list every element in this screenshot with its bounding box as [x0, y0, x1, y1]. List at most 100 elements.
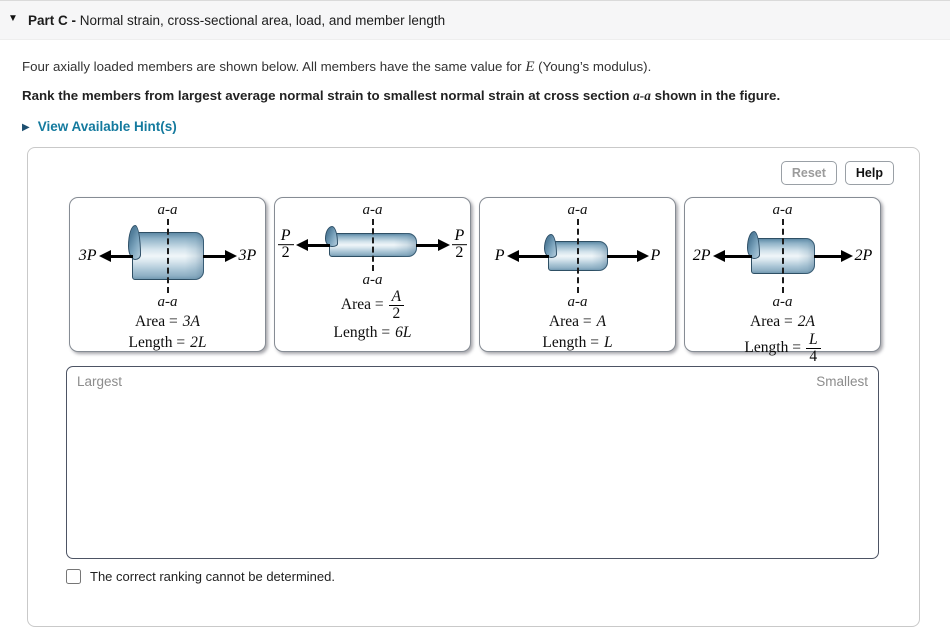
- intro-line-1-post: (Young’s modulus).: [534, 59, 652, 74]
- help-button[interactable]: Help: [844, 161, 894, 185]
- right-load-label: 3P: [238, 247, 257, 264]
- section-aa-symbol: a-a: [633, 88, 651, 103]
- length-label: Length =: [333, 323, 391, 341]
- length-label: Length =: [542, 334, 599, 351]
- area-caption: Area =2A: [685, 311, 880, 332]
- member-panel-1[interactable]: a-a 3P 3P a-a Area =3A Length =2L: [69, 197, 266, 352]
- cannot-determine-row: The correct ranking cannot be determined…: [66, 569, 335, 584]
- cannot-determine-checkbox[interactable]: [66, 569, 81, 584]
- section-label-bottom: a-a: [157, 294, 178, 310]
- section-line: [371, 219, 374, 271]
- hints-row: ▶ View Available Hint(s): [22, 119, 950, 134]
- length-caption: Length =L: [480, 332, 675, 353]
- area-caption: Area =3A: [70, 311, 265, 332]
- right-force-arrow: [415, 238, 450, 251]
- member-figure-1: 3P 3P: [70, 217, 265, 295]
- intro-line-1-pre: Four axially loaded members are shown be…: [22, 59, 526, 74]
- cannot-determine-label: The correct ranking cannot be determined…: [90, 569, 335, 584]
- left-force-arrow: [98, 249, 133, 262]
- member-figure-4: 2P 2P: [685, 217, 880, 295]
- length-caption: Length =2L: [70, 332, 265, 353]
- section-line: [166, 219, 169, 293]
- right-load-label: P: [650, 247, 661, 264]
- section-label-bottom: a-a: [772, 294, 793, 310]
- length-numerator: L: [805, 332, 821, 349]
- length-denominator: 4: [809, 347, 818, 365]
- collapse-triangle-icon[interactable]: ▼: [8, 13, 18, 24]
- part-title: Part C - Normal strain, cross-sectional …: [28, 1, 445, 40]
- area-value: A: [596, 313, 607, 330]
- area-numerator: A: [388, 289, 405, 306]
- length-label: Length =: [128, 334, 186, 351]
- section-label-top: a-a: [772, 202, 793, 218]
- length-value: 2L: [190, 334, 207, 351]
- hint-expand-icon[interactable]: ▶: [22, 122, 30, 133]
- load-numerator: P: [451, 227, 468, 246]
- area-label: Area =: [135, 313, 178, 330]
- member-panels: a-a 3P 3P a-a Area =3A Length =2L a-a: [69, 197, 881, 364]
- cylinder-curl: [746, 231, 760, 259]
- left-load-label: 3P: [78, 247, 97, 264]
- view-hints-link[interactable]: View Available Hint(s): [37, 119, 177, 134]
- right-load-label: 2P: [854, 247, 873, 264]
- part-header: ▼ Part C - Normal strain, cross-sectiona…: [0, 0, 950, 40]
- reset-button[interactable]: Reset: [780, 161, 837, 185]
- area-value: 2A: [797, 313, 815, 330]
- area-denominator: 2: [392, 304, 401, 322]
- right-force-arrow: [813, 249, 853, 262]
- left-force-arrow: [712, 249, 752, 262]
- section-label-top: a-a: [362, 202, 383, 218]
- right-force-arrow: [606, 249, 649, 262]
- member-caption: Area =A Length =L: [480, 311, 675, 353]
- section-label-top: a-a: [157, 202, 178, 218]
- part-title-rest: Normal strain, cross-sectional area, loa…: [79, 13, 446, 28]
- member-figure-3: P P: [480, 217, 675, 295]
- intro-line-2-pre: Rank the members from largest average no…: [22, 88, 634, 103]
- load-numerator: P: [277, 227, 294, 246]
- right-force-arrow: [202, 249, 237, 262]
- part-title-bold: Part C -: [28, 13, 80, 28]
- cylinder-curl: [324, 226, 338, 247]
- area-label: Area =: [340, 295, 384, 313]
- section-line: [781, 219, 784, 293]
- left-load-label: P: [494, 247, 505, 264]
- member-caption: Area =3A Length =2L: [70, 311, 265, 353]
- cylinder-curl: [127, 225, 141, 260]
- area-label: Area =: [750, 313, 793, 330]
- intro-line-1: Four axially loaded members are shown be…: [22, 59, 950, 76]
- smallest-label: Smallest: [816, 374, 868, 389]
- intro-line-2-post: shown in the figure.: [650, 88, 781, 103]
- left-load-label: 2P: [692, 247, 711, 264]
- left-force-arrow: [506, 249, 549, 262]
- area-caption: Area =A: [480, 311, 675, 332]
- length-label: Length =: [744, 338, 801, 356]
- load-denominator: 2: [281, 244, 290, 262]
- intro-line-2: Rank the members from largest average no…: [22, 88, 950, 104]
- ranking-drop-zone[interactable]: Largest Smallest: [66, 366, 879, 559]
- area-value: 3A: [182, 313, 200, 330]
- length-caption: Length =6L: [275, 322, 470, 343]
- member-panel-3[interactable]: a-a P P a-a Area =A Length =L: [479, 197, 676, 352]
- cylinder-curl: [543, 234, 557, 259]
- area-label: Area =: [548, 313, 592, 330]
- load-denominator: 2: [455, 244, 464, 262]
- section-label-top: a-a: [567, 202, 588, 218]
- largest-label: Largest: [77, 374, 123, 389]
- section-label-bottom: a-a: [362, 272, 383, 288]
- left-force-arrow: [295, 238, 330, 251]
- youngs-modulus-symbol: E: [525, 59, 535, 75]
- answer-area: Reset Help a-a 3P 3P a-a Area =3A Length…: [27, 147, 920, 627]
- section-line: [576, 219, 579, 293]
- length-value: L: [603, 334, 613, 351]
- length-value: 6L: [395, 323, 412, 341]
- section-label-bottom: a-a: [567, 294, 588, 310]
